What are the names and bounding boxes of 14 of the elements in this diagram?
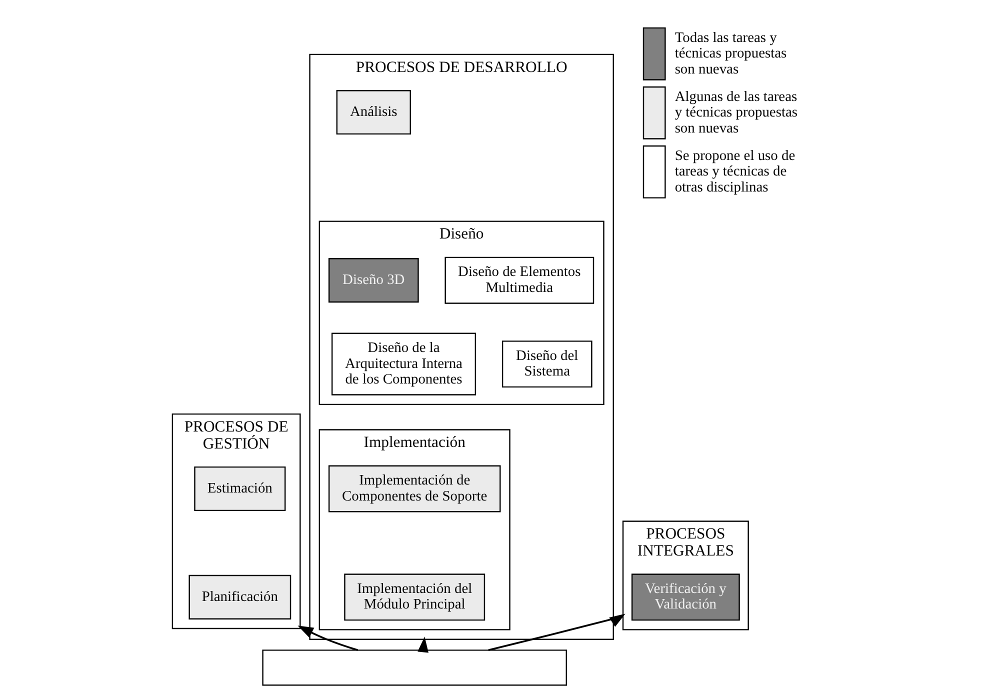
node-box: Implementación del Módulo Principal: [344, 574, 486, 621]
node-box: Diseño de Elementos Multimedia: [444, 256, 594, 304]
legend-label: Se propone el uso de tareas y técnicas de otras disciplinas: [674, 148, 796, 196]
node-box: Implementación de Componentes de Soporte: [328, 465, 501, 512]
legend-label: Algunas de las tareas y técnicas propuestas son nuevas: [674, 88, 798, 136]
node-box: Verificación y Validación: [631, 574, 740, 621]
legend-label: Todas las tareas y técnicas propuestas son nuevas: [674, 30, 787, 78]
node-box: Análisis: [336, 90, 411, 135]
node-box: Diseño del Sistema: [502, 340, 592, 388]
node-box: Diseño de la Arquitectura Interna de los Componentes: [331, 332, 476, 396]
node-box: Estimación: [194, 466, 286, 512]
node-box: Diseño 3D: [328, 258, 419, 303]
arrow: [418, 636, 428, 653]
node-box: Planificación: [188, 574, 292, 620]
